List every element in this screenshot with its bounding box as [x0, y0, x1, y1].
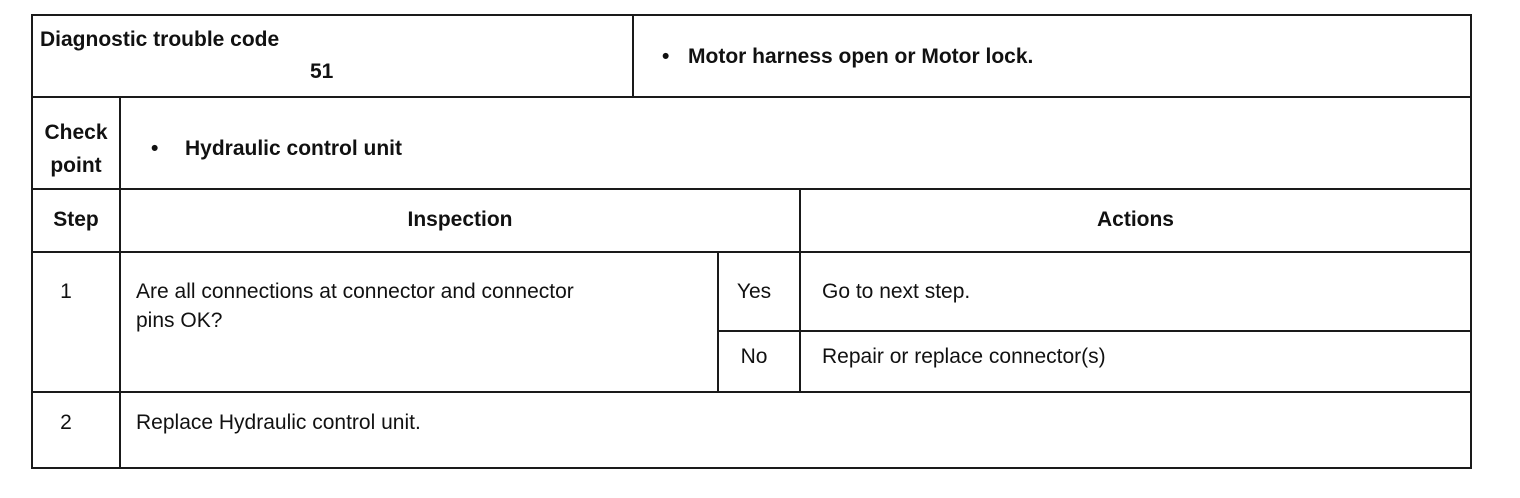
divider-answer-rows	[717, 330, 1472, 332]
divider-actions-column	[799, 188, 801, 393]
dtc-description: Motor harness open or Motor lock.	[688, 45, 1034, 68]
check-point-bullet: •	[151, 137, 159, 160]
border-right	[1470, 14, 1472, 469]
dtc-code: 51	[310, 60, 334, 83]
divider-answer-column	[717, 251, 719, 393]
border-top	[31, 14, 1472, 16]
divider-checkpoint	[31, 188, 1472, 190]
step-1-action-yes: Go to next step.	[822, 280, 971, 303]
step-1-inspection-line1: Are all connections at connector and con…	[136, 280, 574, 303]
border-bottom	[31, 467, 1472, 469]
divider-header	[31, 96, 1472, 98]
divider-step-column	[119, 96, 121, 469]
step-1-action-no: Repair or replace connector(s)	[822, 345, 1106, 368]
dtc-description-bullet: •	[662, 45, 670, 68]
border-left	[31, 14, 33, 469]
diagnostic-table: Diagnostic trouble code 51 • Motor harne…	[31, 14, 1472, 469]
column-header-inspection: Inspection	[407, 208, 513, 231]
check-point-label-line2: point	[50, 154, 102, 177]
step-1-answer-yes: Yes	[736, 280, 772, 303]
column-header-actions: Actions	[1096, 208, 1174, 231]
step-1-number: 1	[60, 280, 72, 303]
step-1-inspection-line2: pins OK?	[136, 309, 223, 332]
check-point-label-line1: Check	[44, 121, 108, 144]
step-2-inspection: Replace Hydraulic control unit.	[136, 411, 421, 434]
divider-header-split	[632, 14, 634, 98]
dtc-label: Diagnostic trouble code	[40, 28, 280, 51]
step-1-answer-no: No	[740, 345, 768, 368]
step-2-number: 2	[60, 411, 72, 434]
divider-step-rows	[31, 391, 1472, 393]
column-header-step: Step	[53, 208, 99, 231]
check-point-value: Hydraulic control unit	[185, 137, 403, 160]
divider-column-header	[31, 251, 1472, 253]
